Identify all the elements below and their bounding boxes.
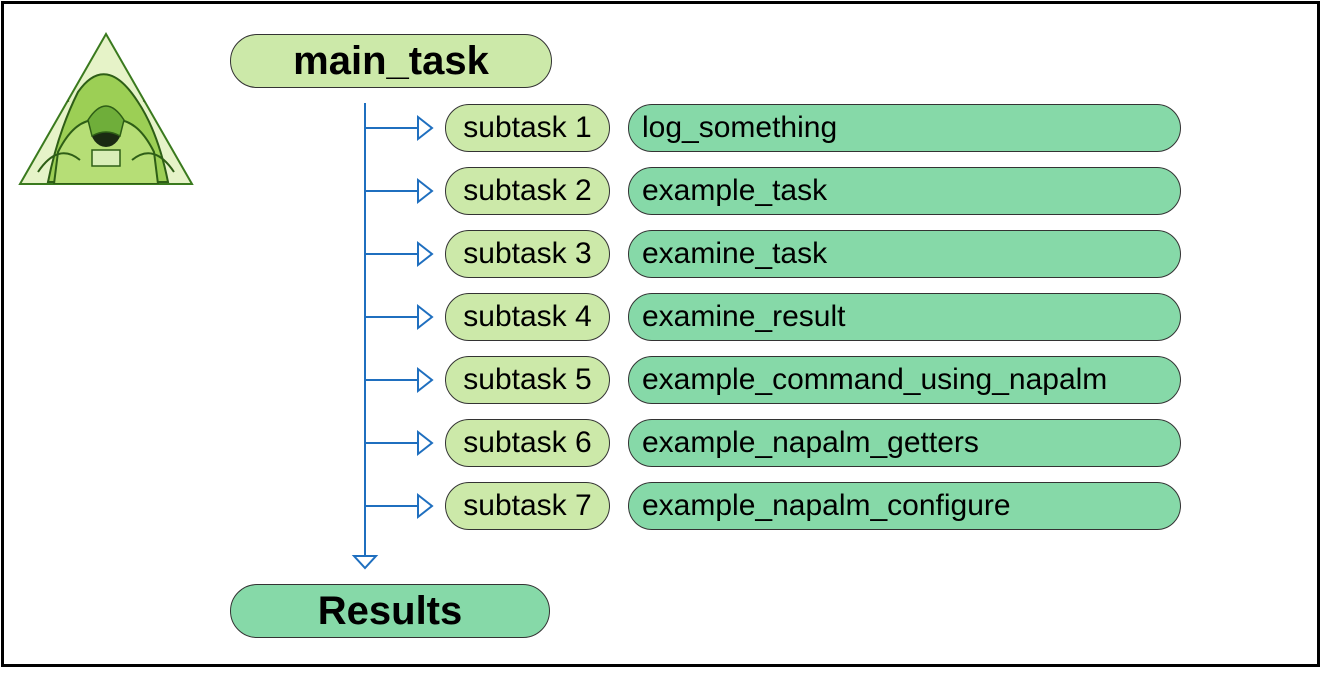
arrow-right-icon xyxy=(417,429,434,457)
arrow-right-icon xyxy=(417,177,434,205)
arrow-right-icon xyxy=(417,303,434,331)
task-name-node: example_napalm_getters xyxy=(628,419,1181,467)
main-task-node: main_task xyxy=(230,34,552,88)
subtask-node: subtask 5 xyxy=(445,356,610,404)
arrow-right-icon xyxy=(417,366,434,394)
arrow-right-icon xyxy=(417,114,434,142)
subtask-node: subtask 7 xyxy=(445,482,610,530)
subtask-node: subtask 3 xyxy=(445,230,610,278)
arrow-right-icon xyxy=(417,240,434,268)
task-name-node: examine_result xyxy=(628,293,1181,341)
subtask-node: subtask 6 xyxy=(445,419,610,467)
task-name-node: examine_task xyxy=(628,230,1181,278)
task-name-node: example_task xyxy=(628,167,1181,215)
task-name-node: example_napalm_configure xyxy=(628,482,1181,530)
results-node: Results xyxy=(230,584,550,638)
arrow-right-icon xyxy=(417,492,434,520)
task-name-node: example_command_using_napalm xyxy=(628,356,1181,404)
subtask-node: subtask 2 xyxy=(445,167,610,215)
subtask-node: subtask 4 xyxy=(445,293,610,341)
subtask-node: subtask 1 xyxy=(445,104,610,152)
down-arrow-icon xyxy=(351,555,379,570)
logo-icon xyxy=(18,32,194,185)
task-name-node: log_something xyxy=(628,104,1181,152)
